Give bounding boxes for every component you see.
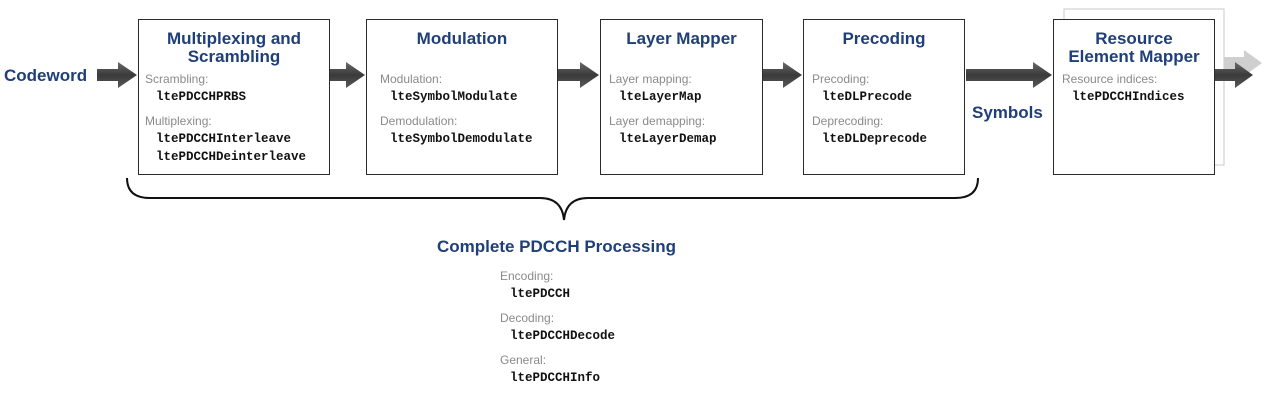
arrow-precoding-to-remapper [966,62,1052,88]
general-label: General: [500,353,547,367]
encoding-function: ltePDCCH [510,287,571,301]
demodulate-function: lteSymbolDemodulate [390,132,533,146]
interleave-function: ltePDCCHInterleave [156,132,292,146]
layer-demapping-label: Layer demapping: [609,114,706,128]
layer-mapper-title: Layer Mapper [626,29,737,48]
modulation-label: Modulation: [380,72,443,86]
scrambling-function: ltePDCCHPRBS [156,90,247,104]
indices-function: ltePDCCHIndices [1072,90,1185,104]
complete-processing-title: Complete PDCCH Processing [437,237,676,256]
layer-mapper-block[interactable]: Layer Mapper Layer mapping: lteLayerMap … [600,19,763,175]
precode-function: lteDLPrecode [822,90,913,104]
arrow-layer-to-precoding [763,62,802,88]
deprecode-function: lteDLDeprecode [822,132,928,146]
layer-demap-function: lteLayerDemap [619,132,717,146]
encoding-label: Encoding: [500,269,554,283]
resource-indices-label: Resource indices: [1062,72,1158,86]
mux-title-line1: Multiplexing and [166,29,302,48]
layer-mapping-label: Layer mapping: [609,72,692,86]
modulation-title: Modulation [416,29,508,48]
modulation-block[interactable]: Modulation Modulation: lteSymbolModulate… [366,19,558,175]
decoding-function: ltePDCCHDecode [510,329,616,343]
arrow-output [1215,62,1253,88]
deinterleave-function: ltePDCCHDeinterleave [156,150,307,164]
decoding-label: Decoding: [500,311,555,325]
mux-title-line2: Scrambling [187,47,281,66]
arrow-output-faded [1224,50,1262,76]
general-function: ltePDCCHInfo [510,371,601,385]
arrow-modulation-to-layer [558,62,599,88]
deprecoding-label: Deprecoding: [812,114,884,128]
layer-map-function: lteLayerMap [619,90,702,104]
resource-element-mapper-block[interactable]: Resource Element Mapper Resource indices… [1053,19,1215,175]
remapper-title-line2: Element Mapper [1068,47,1200,66]
curly-brace [126,177,979,221]
demodulation-label: Demodulation: [380,114,458,128]
symbols-label: Symbols [972,103,1043,122]
modulate-function: lteSymbolModulate [390,90,518,104]
precoding-label: Precoding: [812,72,870,86]
arrow-mux-to-modulation [330,62,365,88]
precoding-block[interactable]: Precoding Precoding: lteDLPrecode Deprec… [803,19,965,175]
multiplexing-label: Multiplexing: [145,114,212,128]
mux-scrambling-block[interactable]: Multiplexing and Scrambling Scrambling: … [138,19,330,175]
arrow-codeword-to-mux [97,62,137,88]
precoding-title: Precoding [842,29,926,48]
codeword-label: Codeword [4,66,88,85]
scrambling-label: Scrambling: [145,72,209,86]
remapper-title-line1: Resource [1095,29,1173,48]
